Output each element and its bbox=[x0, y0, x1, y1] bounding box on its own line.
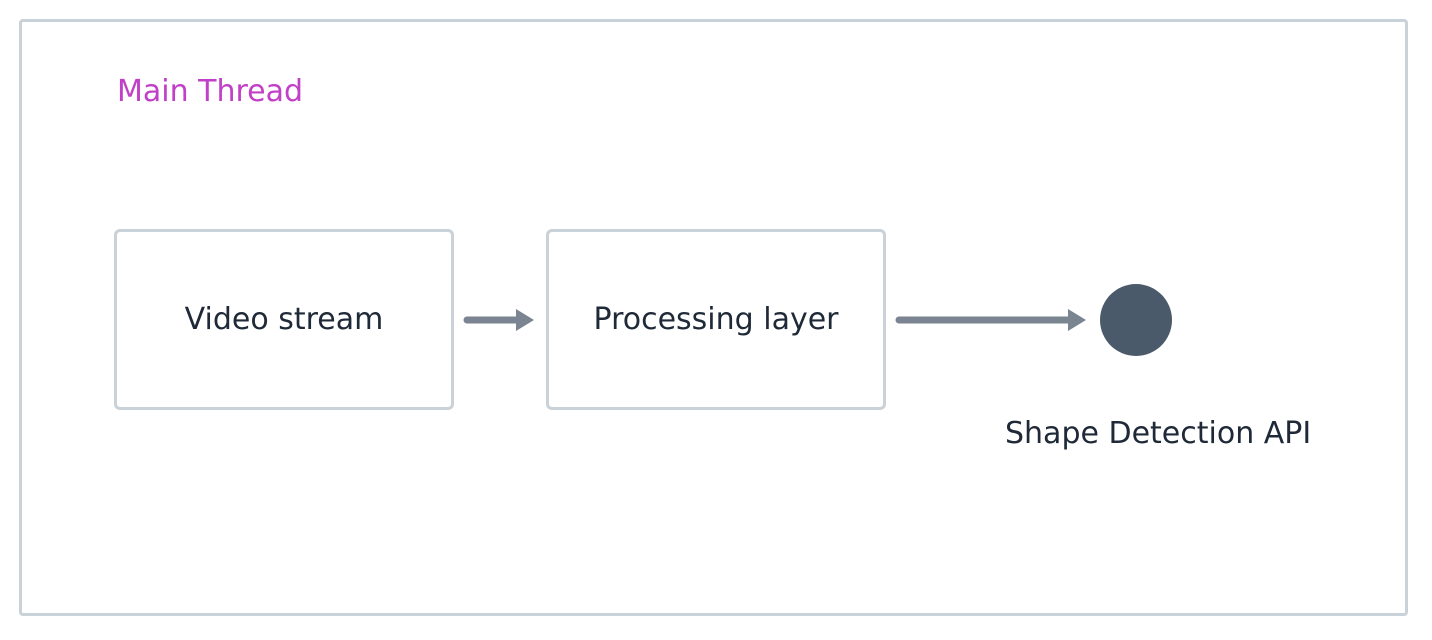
arrow-video-to-processing-head bbox=[516, 309, 534, 331]
shape-detection-api-node bbox=[1100, 284, 1172, 356]
video-stream-label: Video stream bbox=[184, 302, 384, 337]
main-thread-label: Main Thread bbox=[117, 74, 304, 109]
arrow-processing-to-api-head bbox=[1068, 309, 1086, 331]
processing-layer-node: Processing layer bbox=[546, 229, 886, 410]
video-stream-node: Video stream bbox=[114, 229, 454, 410]
processing-layer-label: Processing layer bbox=[593, 302, 839, 337]
main-thread-container bbox=[19, 19, 1408, 616]
shape-detection-api-label: Shape Detection API bbox=[1005, 416, 1312, 451]
